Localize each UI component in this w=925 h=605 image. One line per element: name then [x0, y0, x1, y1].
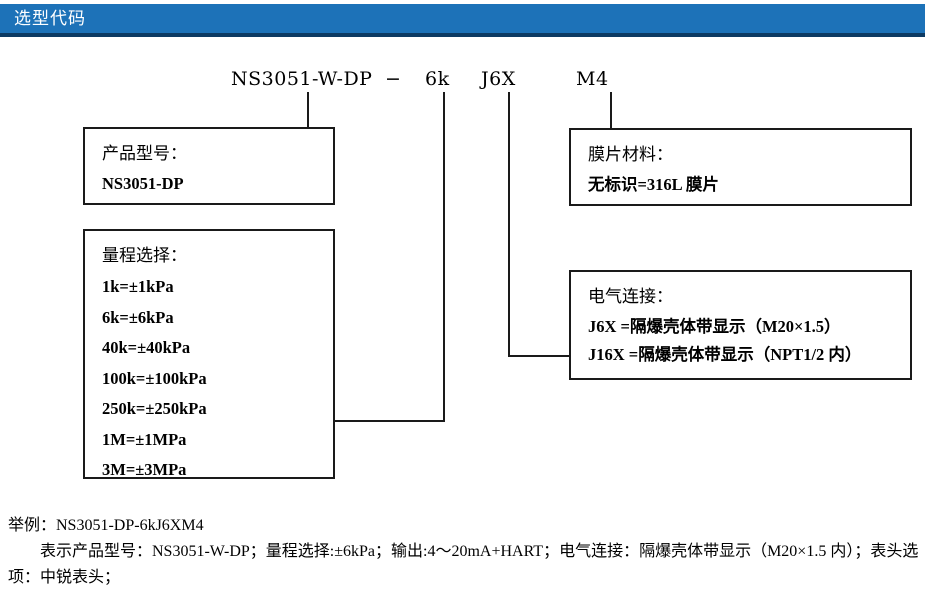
connector-head-vertical — [610, 92, 612, 129]
box-electrical-option: J16X =隔爆壳体带显示（NPT1/2 内） — [588, 345, 862, 364]
footer-detail-line: 表示产品型号：NS3051-W-DP；量程选择:±6kPa；输出:4～20mA+… — [8, 543, 919, 586]
footer-note: 举例：NS3051-DP-6kJ6XM4 表示产品型号：NS3051-W-DP；… — [8, 513, 920, 591]
connector-range-vertical — [443, 92, 445, 422]
box-electrical-connection-title: 电气连接： — [588, 287, 673, 306]
box-electrical-option: J6X =隔爆壳体带显示（M20×1.5） — [588, 317, 841, 336]
box-range-option: 40k=±40kPa — [102, 338, 191, 357]
connector-electrical-horizontal — [508, 355, 571, 357]
box-diaphragm-material: 膜片材料： 无标识=316L 膜片 — [569, 128, 912, 206]
code-segment-range: 6k — [425, 68, 450, 90]
box-range-selection: 量程选择： 1k=±1kPa 6k=±6kPa 40k=±40kPa 100k=… — [83, 229, 335, 479]
box-product-model: 产品型号： NS3051-DP — [83, 127, 335, 205]
box-range-option: 250k=±250kPa — [102, 399, 207, 418]
box-range-option: 6k=±6kPa — [102, 307, 174, 327]
connector-electrical-vertical — [508, 92, 510, 356]
box-electrical-connection: 电气连接： J6X =隔爆壳体带显示（M20×1.5） J16X =隔爆壳体带显… — [569, 270, 912, 380]
code-segment-head: M4 — [576, 68, 609, 90]
box-diaphragm-material-title: 膜片材料： — [588, 145, 673, 164]
box-range-option: 1k=±1kPa — [102, 277, 174, 296]
code-segment-model: NS3051-W-DP — [231, 68, 373, 90]
box-range-selection-title: 量程选择： — [102, 246, 187, 265]
box-range-option: 1M=±1MPa — [102, 429, 187, 449]
section-header-bar: 选型代码 — [0, 4, 925, 37]
connector-model-vertical — [307, 92, 309, 128]
box-range-option: 3M=±3MPa — [102, 460, 187, 479]
connector-range-horizontal — [334, 420, 445, 422]
box-product-model-title: 产品型号： — [102, 144, 187, 163]
box-range-option: 100k=±100kPa — [102, 368, 207, 388]
code-segment-electrical: J6X — [481, 68, 516, 90]
footer-example-line: 举例：NS3051-DP-6kJ6XM4 — [8, 517, 204, 534]
box-diaphragm-material-line: 无标识=316L 膜片 — [588, 175, 719, 194]
code-segment-separator: − — [385, 68, 402, 90]
page-title: 选型代码 — [14, 9, 86, 28]
box-product-model-line: NS3051-DP — [102, 174, 184, 193]
